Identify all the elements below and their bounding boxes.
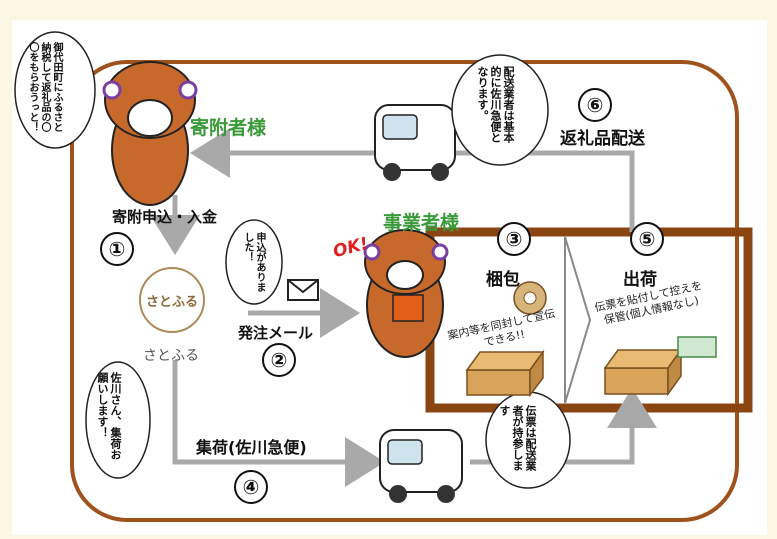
delivery-label: 返礼品配送 xyxy=(560,129,645,149)
step-5-badge: ⑤ xyxy=(630,222,664,256)
arrow-delivery xyxy=(190,128,635,232)
apply-label: 寄附申込・入金 xyxy=(112,208,218,226)
main-frame xyxy=(70,60,739,522)
donor-label: 寄附者様 xyxy=(190,117,267,139)
arrow-pickup xyxy=(172,360,385,487)
business-label: 事業者様 xyxy=(383,212,460,234)
donor-mascot-icon xyxy=(102,61,198,206)
pickup-bubble-shape xyxy=(85,361,151,479)
truck-bottom-icon xyxy=(379,429,463,503)
step-1-badge: ① xyxy=(100,232,134,266)
order-mail-label: 発注メール xyxy=(238,324,314,342)
pickup-label: 集荷(佐川急便) xyxy=(196,438,307,457)
slip-bubble-text: 伝票は配送業者が持参します xyxy=(498,405,537,471)
ship-label: 出荷 xyxy=(623,270,657,290)
step-2-badge: ② xyxy=(262,343,296,377)
donor-bubble-shape xyxy=(14,31,96,149)
donor-bubble-text: 御代田町にふるさと納税して返礼品の〇〇をもらおうっと！ xyxy=(27,42,62,132)
step-6-badge: ⑥ xyxy=(578,88,612,122)
ship-box-icon xyxy=(603,336,717,397)
satofuru-logo-text: さとふる xyxy=(146,295,199,310)
tape-roll-icon xyxy=(513,281,547,315)
delivery-bubble-shape xyxy=(451,54,549,166)
pickup-bubble-text: 佐川さん、集荷お願いします！ xyxy=(96,372,122,460)
satofuru-bubble-text: 申込がありました！ xyxy=(242,232,265,292)
mail-icon xyxy=(287,279,319,301)
process-chevron xyxy=(564,236,592,404)
delivery-bubble-text: 配送業者は基本的に佐川急便となります。 xyxy=(476,66,515,143)
pack-label: 梱包 xyxy=(486,270,520,290)
pack-box-icon xyxy=(465,349,545,398)
step-4-badge: ④ xyxy=(234,470,268,504)
satofuru-label: さとふる xyxy=(143,348,199,364)
satofuru-logo-icon xyxy=(139,267,205,333)
step-3-badge: ③ xyxy=(497,222,531,256)
truck-top-icon xyxy=(374,104,456,181)
business-mascot-icon xyxy=(363,229,449,358)
satofuru-bubble-shape xyxy=(225,219,283,305)
